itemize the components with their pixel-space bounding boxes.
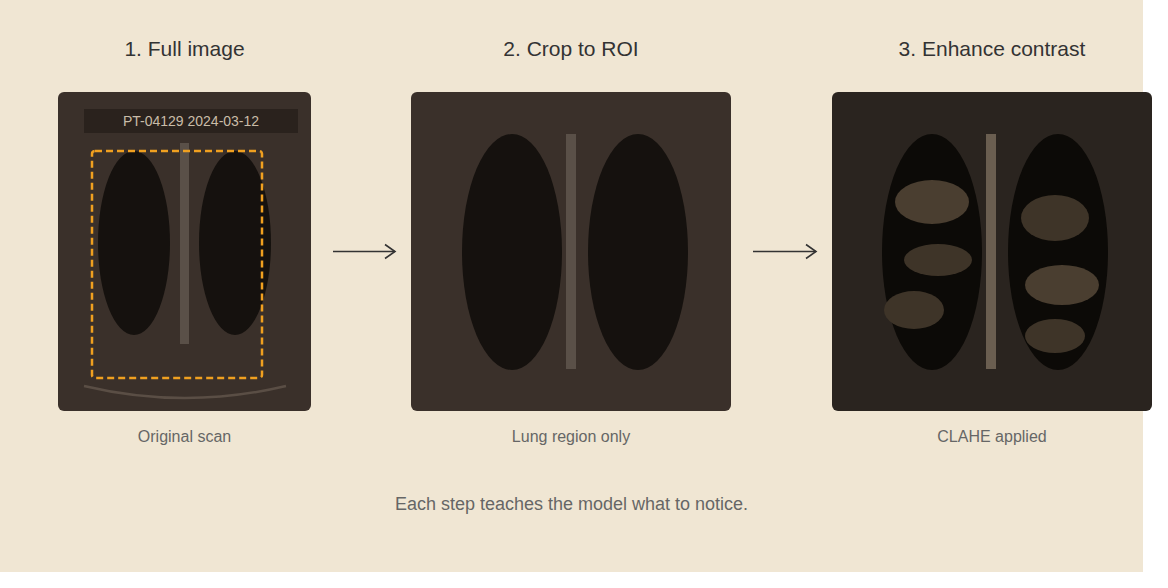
tissue-blob — [1025, 319, 1085, 353]
step-caption: Original scan — [18, 428, 351, 446]
diagram-caption: Each step teaches the model what to noti… — [0, 494, 1143, 515]
step-arrow — [753, 245, 816, 259]
background — [0, 0, 1143, 572]
spine — [986, 134, 996, 369]
scan-panel: 2. Crop to ROILung region only — [411, 92, 731, 411]
step-caption: Lung region only — [371, 428, 771, 446]
step-heading: 2. Crop to ROI — [371, 37, 771, 61]
roi-box — [92, 151, 262, 378]
arrow-head — [385, 245, 395, 259]
lung-shape — [588, 134, 688, 370]
scan-panel: 3. Enhance contrastCLAHE applied — [832, 92, 1152, 411]
tissue-blob — [895, 180, 969, 224]
table-arc — [84, 386, 286, 398]
arrow-head — [806, 245, 816, 259]
tissue-blob — [904, 244, 972, 276]
tissue-blob — [1021, 195, 1089, 241]
scan-panel — [58, 92, 311, 411]
lung-shape — [199, 151, 271, 335]
spine — [180, 143, 189, 344]
arrow-line — [333, 251, 395, 253]
tissue-blob — [1025, 265, 1099, 305]
lung-shape — [882, 134, 982, 370]
step-caption: CLAHE applied — [792, 428, 1168, 446]
step-arrow — [333, 245, 395, 259]
spine — [566, 134, 576, 369]
arrow-line — [753, 251, 816, 253]
scan-panel — [832, 92, 1152, 411]
lung-shape — [1008, 134, 1108, 370]
tissue-blob — [884, 291, 944, 329]
step-heading: 3. Enhance contrast — [792, 37, 1168, 61]
lung-shape — [462, 134, 562, 370]
scan-panel: 1. Full imageOriginal scanPT-04129 2024-… — [58, 92, 311, 411]
scan-panel — [411, 92, 731, 411]
step-heading: 1. Full image — [18, 37, 351, 61]
patient-id: PT-04129 2024-03-12 — [84, 109, 298, 133]
lung-shape — [98, 151, 170, 335]
patient-label: PT-04129 2024-03-12 — [84, 109, 298, 133]
